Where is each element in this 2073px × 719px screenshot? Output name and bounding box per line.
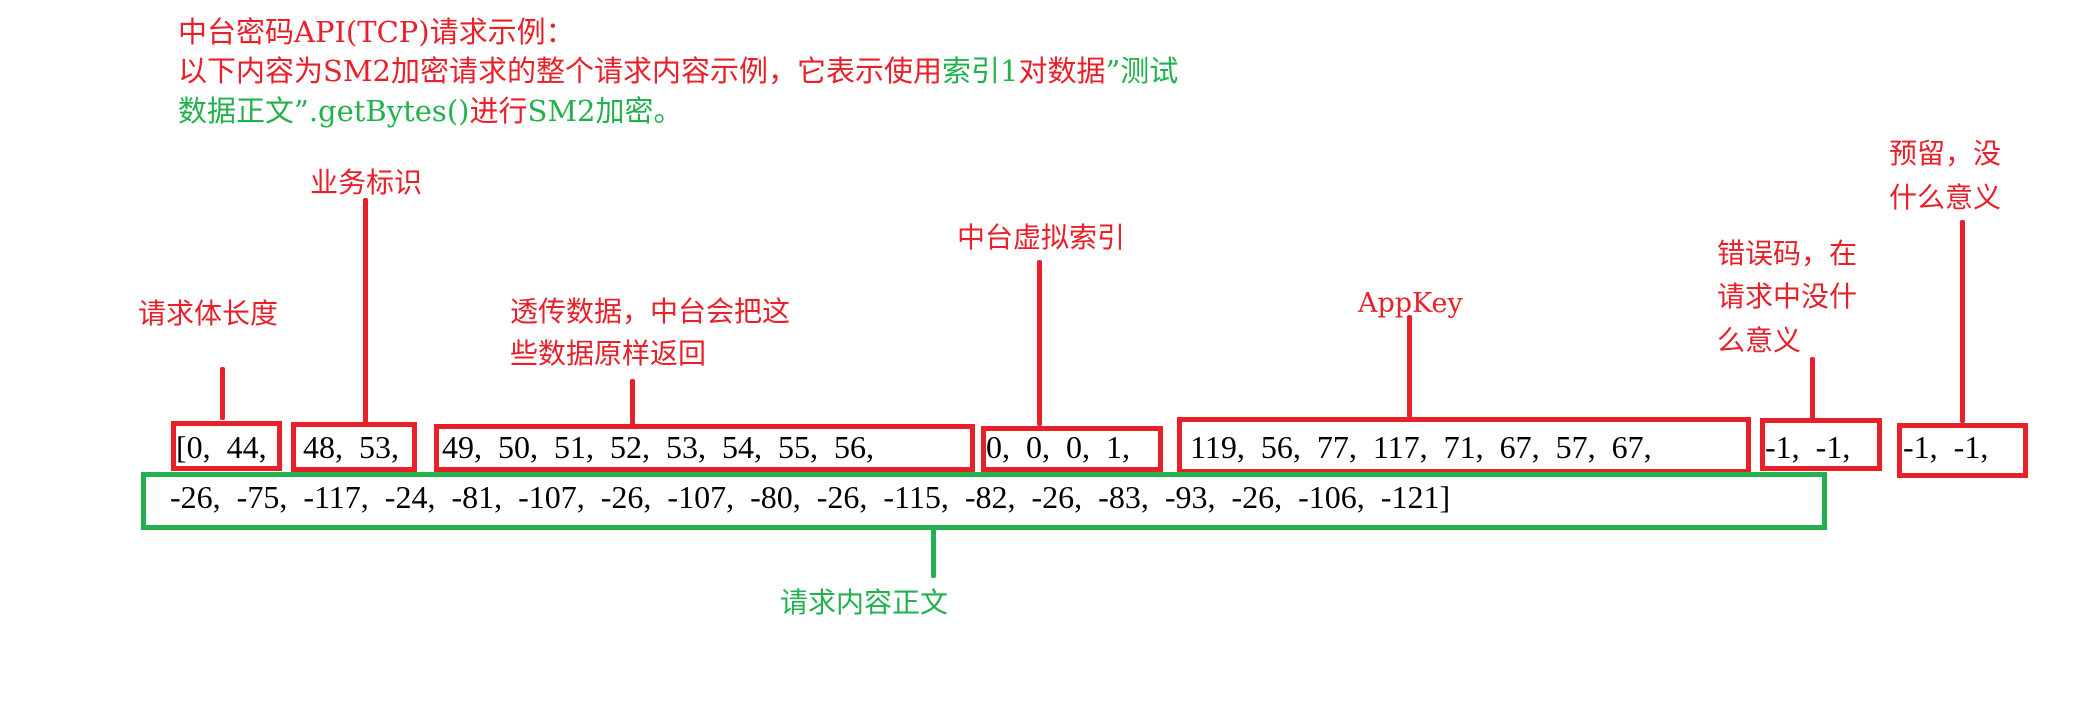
header-line-1-part-1: 中台密码API(TCP)请求示例： [178, 15, 575, 49]
connector-body-content [931, 528, 936, 578]
label-error-code-line-2: 请求中没什 [1717, 280, 1858, 313]
label-passthrough-line-2: 些数据原样返回 [510, 337, 707, 370]
segment-error-code: -1, -1, [1765, 429, 1851, 465]
label-body-length: 请求体长度 [138, 297, 279, 330]
box-business-id [291, 422, 417, 472]
header-line-2-part-3: 对数据 [1018, 54, 1106, 88]
header-line-2: 以下内容为SM2加密请求的整个请求内容示例，它表示使用索引1对数据”测试 [178, 51, 1178, 91]
header-line-2-part-1: 以下内容为SM2加密请求的整个请求内容示例，它表示使用 [178, 54, 943, 88]
header-line-3: 数据正文”.getBytes()进行SM2加密。 [178, 91, 682, 131]
box-reserved [1897, 423, 2028, 478]
connector-business-id [363, 198, 368, 423]
box-body-content [141, 472, 1827, 530]
segment-appkey: 119, 56, 77, 117, 71, 67, 57, 67, [1182, 429, 1652, 465]
label-error-code-line-1: 错误码，在 [1717, 237, 1858, 270]
label-passthrough-line-1: 透传数据，中台会把这 [510, 295, 791, 328]
label-reserved-line-1: 预留，没 [1889, 137, 2002, 170]
label-body-content: 请求内容正文 [780, 586, 949, 619]
segment-virtual-index: 0, 0, 0, 1, [986, 429, 1130, 465]
segment-body-length: [0, 44, [176, 429, 267, 465]
header-line-2-part-4: ”测试 [1105, 54, 1179, 88]
label-error-code-line-3: 么意义 [1717, 324, 1802, 357]
box-body-length [171, 421, 282, 471]
label-virtual-index: 中台虚拟索引 [957, 221, 1126, 254]
label-business-id: 业务标识 [310, 166, 423, 199]
segment-body-content: -26, -75, -117, -24, -81, -107, -26, -10… [170, 479, 1451, 515]
box-passthrough [434, 424, 975, 472]
header-line-3-part-1: 数据正文”.getBytes() [178, 94, 470, 128]
connector-appkey [1407, 315, 1412, 418]
box-appkey [1177, 417, 1751, 474]
segment-reserved: -1, -1, [1903, 429, 1989, 465]
segment-passthrough: 49, 50, 51, 52, 53, 54, 55, 56, [442, 429, 874, 465]
connector-error-code [1810, 357, 1815, 419]
header-line-3-part-2: 进行 [469, 94, 528, 128]
header-line-2-part-2: 索引1 [942, 54, 1019, 88]
box-error-code [1760, 418, 1882, 471]
connector-virtual-index [1037, 260, 1042, 426]
box-virtual-index [981, 426, 1163, 472]
connector-body-length [220, 367, 225, 420]
connector-reserved [1960, 220, 1965, 423]
connector-passthrough [630, 379, 635, 425]
label-appkey: AppKey [1358, 288, 1463, 319]
segment-business-id: 48, 53, [295, 429, 399, 465]
label-reserved-line-2: 什么意义 [1889, 181, 2002, 214]
header-line-1: 中台密码API(TCP)请求示例： [178, 12, 575, 52]
header-line-3-part-3: SM2加密。 [527, 94, 683, 128]
